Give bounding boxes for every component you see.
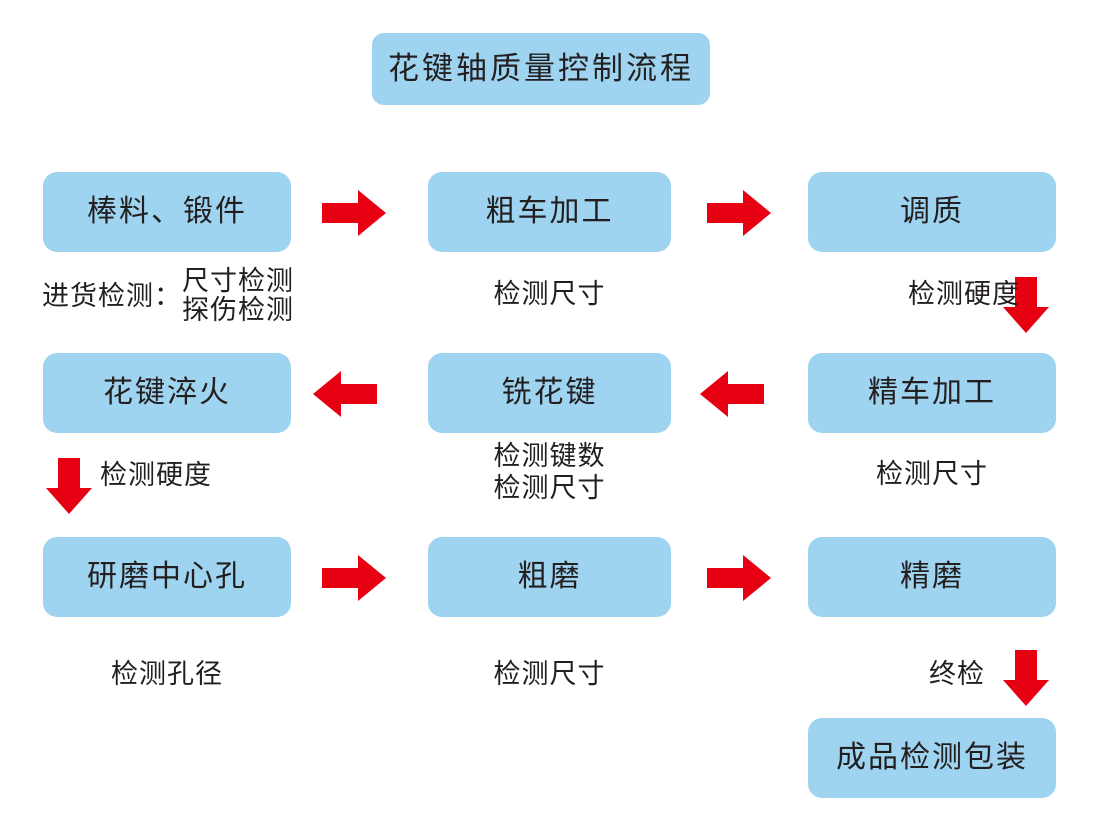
process-box-label: 花键淬火 bbox=[103, 375, 231, 410]
process-box-quenching-tempering[interactable]: 调质 bbox=[808, 172, 1056, 252]
caption-rough-turning-check: 检测尺寸 bbox=[428, 279, 671, 310]
process-box-label: 粗磨 bbox=[517, 559, 582, 594]
caption-hardness-check-1: 检测硬度 bbox=[790, 279, 1020, 310]
process-box-rough-grinding[interactable]: 粗磨 bbox=[428, 537, 671, 617]
arrow-down-icon bbox=[1003, 277, 1049, 333]
caption-line: 检测孔径 bbox=[111, 659, 223, 690]
arrow-right-icon bbox=[707, 555, 771, 601]
caption-hardness-check-2: 检测硬度 bbox=[100, 460, 212, 491]
caption-line: 检测键数 bbox=[493, 441, 606, 472]
process-box-label: 研磨中心孔 bbox=[87, 559, 247, 594]
process-box-label: 精车加工 bbox=[868, 375, 996, 410]
process-box-finish-turning[interactable]: 精车加工 bbox=[808, 353, 1056, 433]
flowchart-title-box: 花键轴质量控制流程 bbox=[372, 33, 710, 105]
arrow-right-icon bbox=[322, 190, 386, 236]
caption-finish-turning-check: 检测尺寸 bbox=[808, 459, 1056, 490]
process-box-label: 调质 bbox=[900, 194, 964, 229]
process-box-rough-turning[interactable]: 粗车加工 bbox=[428, 172, 671, 252]
caption-line: 检测硬度 bbox=[908, 279, 1020, 310]
caption-line: 检测尺寸 bbox=[876, 459, 988, 490]
caption-incoming-inspection: 进货检测： 尺寸检测 探伤检测 bbox=[18, 266, 318, 326]
process-box-spline-quenching[interactable]: 花键淬火 bbox=[43, 353, 291, 433]
arrow-left-icon bbox=[313, 371, 377, 417]
process-box-finish-grinding[interactable]: 精磨 bbox=[808, 537, 1056, 617]
process-box-final-packaging[interactable]: 成品检测包装 bbox=[808, 718, 1056, 798]
process-box-label: 粗车加工 bbox=[485, 194, 614, 229]
process-box-label: 铣花键 bbox=[501, 375, 598, 410]
process-box-spline-milling[interactable]: 铣花键 bbox=[428, 353, 671, 433]
arrow-down-icon bbox=[1003, 650, 1049, 706]
caption-hole-diameter-check: 检测孔径 bbox=[43, 659, 291, 690]
caption-line: 检测尺寸 bbox=[493, 279, 606, 310]
caption-line: 检测硬度 bbox=[100, 460, 212, 491]
caption-line: 终检 bbox=[929, 659, 985, 690]
arrow-left-icon bbox=[700, 371, 764, 417]
caption-final-inspection: 终检 bbox=[855, 659, 985, 690]
caption-line: 检测尺寸 bbox=[493, 659, 606, 690]
caption-milling-check: 检测键数 检测尺寸 bbox=[428, 441, 671, 505]
arrow-right-icon bbox=[322, 555, 386, 601]
caption-line: 探伤检测 bbox=[182, 294, 294, 326]
caption-rough-grinding-check: 检测尺寸 bbox=[428, 659, 671, 690]
process-box-label: 棒料、锻件 bbox=[87, 194, 247, 229]
process-box-raw-material[interactable]: 棒料、锻件 bbox=[43, 172, 291, 252]
page-title: 花键轴质量控制流程 bbox=[388, 50, 694, 87]
process-box-center-hole-grinding[interactable]: 研磨中心孔 bbox=[43, 537, 291, 617]
caption-line: 检测尺寸 bbox=[493, 472, 606, 504]
caption-line: 尺寸检测 bbox=[182, 266, 294, 297]
arrow-right-icon bbox=[707, 190, 771, 236]
process-box-label: 成品检测包装 bbox=[836, 740, 1028, 775]
arrow-down-icon bbox=[46, 458, 92, 514]
process-box-label: 精磨 bbox=[900, 559, 964, 594]
caption-lead: 进货检测： bbox=[42, 280, 182, 312]
